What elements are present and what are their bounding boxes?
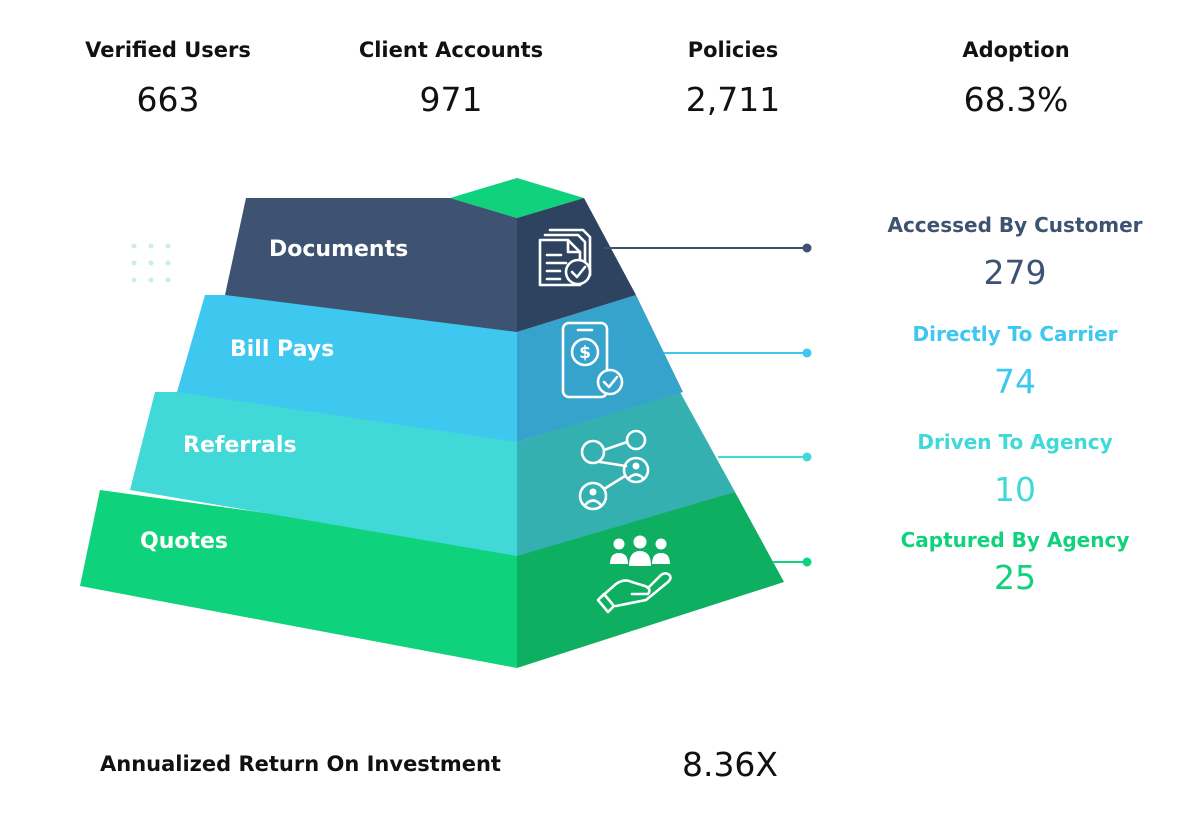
stat-policies: Policies 2,711 xyxy=(603,38,863,119)
connector-lines xyxy=(604,243,812,567)
svg-text:$: $ xyxy=(579,343,591,363)
outcome-accessed-by-customer: Accessed By Customer 279 xyxy=(860,213,1170,292)
connector-quotes-dot xyxy=(802,557,812,567)
layer-quotes-label: Quotes xyxy=(140,529,228,554)
phone-payment-icon: $ xyxy=(561,321,624,399)
outcome-driven-to-agency: Driven To Agency 10 xyxy=(860,430,1170,509)
outcome-value: 10 xyxy=(994,470,1036,509)
roi-value: 8.36X xyxy=(681,745,779,784)
outcome-title: Captured By Agency xyxy=(900,528,1130,552)
stat-adoption: Adoption 68.3% xyxy=(886,38,1146,119)
stat-value: 2,711 xyxy=(685,80,781,119)
connector-documents-dot xyxy=(802,243,812,253)
people-hand-icon xyxy=(596,535,672,614)
connector-referrals-dot xyxy=(802,452,812,462)
stat-label: Client Accounts xyxy=(358,38,544,62)
layer-documents-front xyxy=(225,198,517,332)
roi-label: Annualized Return On Investment xyxy=(100,752,501,776)
layer-billpays-side xyxy=(517,295,683,442)
layer-documents-label: Documents xyxy=(269,237,408,262)
layer-billpays-label: Bill Pays xyxy=(230,337,334,362)
layer-billpays-front xyxy=(177,295,517,442)
decorative-dot-grid xyxy=(131,243,171,283)
referral-network-icon xyxy=(578,429,650,511)
layer-referrals-front xyxy=(130,392,517,556)
stat-value: 663 xyxy=(136,80,200,119)
document-check-icon xyxy=(538,228,592,287)
stat-label: Adoption xyxy=(962,38,1070,62)
connector-billpays-dot xyxy=(802,348,812,358)
outcome-directly-to-carrier: Directly To Carrier 74 xyxy=(860,322,1170,401)
stat-verified-users: Verified Users 663 xyxy=(38,38,298,119)
outcome-title: Driven To Agency xyxy=(917,430,1113,454)
stat-label: Verified Users xyxy=(85,38,251,62)
outcome-captured-by-agency: Captured By Agency 25 xyxy=(860,528,1170,597)
stat-value: 68.3% xyxy=(963,80,1069,119)
outcome-title: Directly To Carrier xyxy=(912,322,1118,346)
outcome-value: 74 xyxy=(994,362,1036,401)
outcome-value: 279 xyxy=(983,253,1047,292)
layer-billpays: Bill Pays xyxy=(177,295,683,442)
outcome-title: Accessed By Customer xyxy=(887,213,1143,237)
stat-label: Policies xyxy=(687,38,779,62)
outcome-value: 25 xyxy=(994,558,1036,597)
stat-client-accounts: Client Accounts 971 xyxy=(321,38,581,119)
layer-referrals-label: Referrals xyxy=(183,433,297,458)
stat-value: 971 xyxy=(419,80,483,119)
